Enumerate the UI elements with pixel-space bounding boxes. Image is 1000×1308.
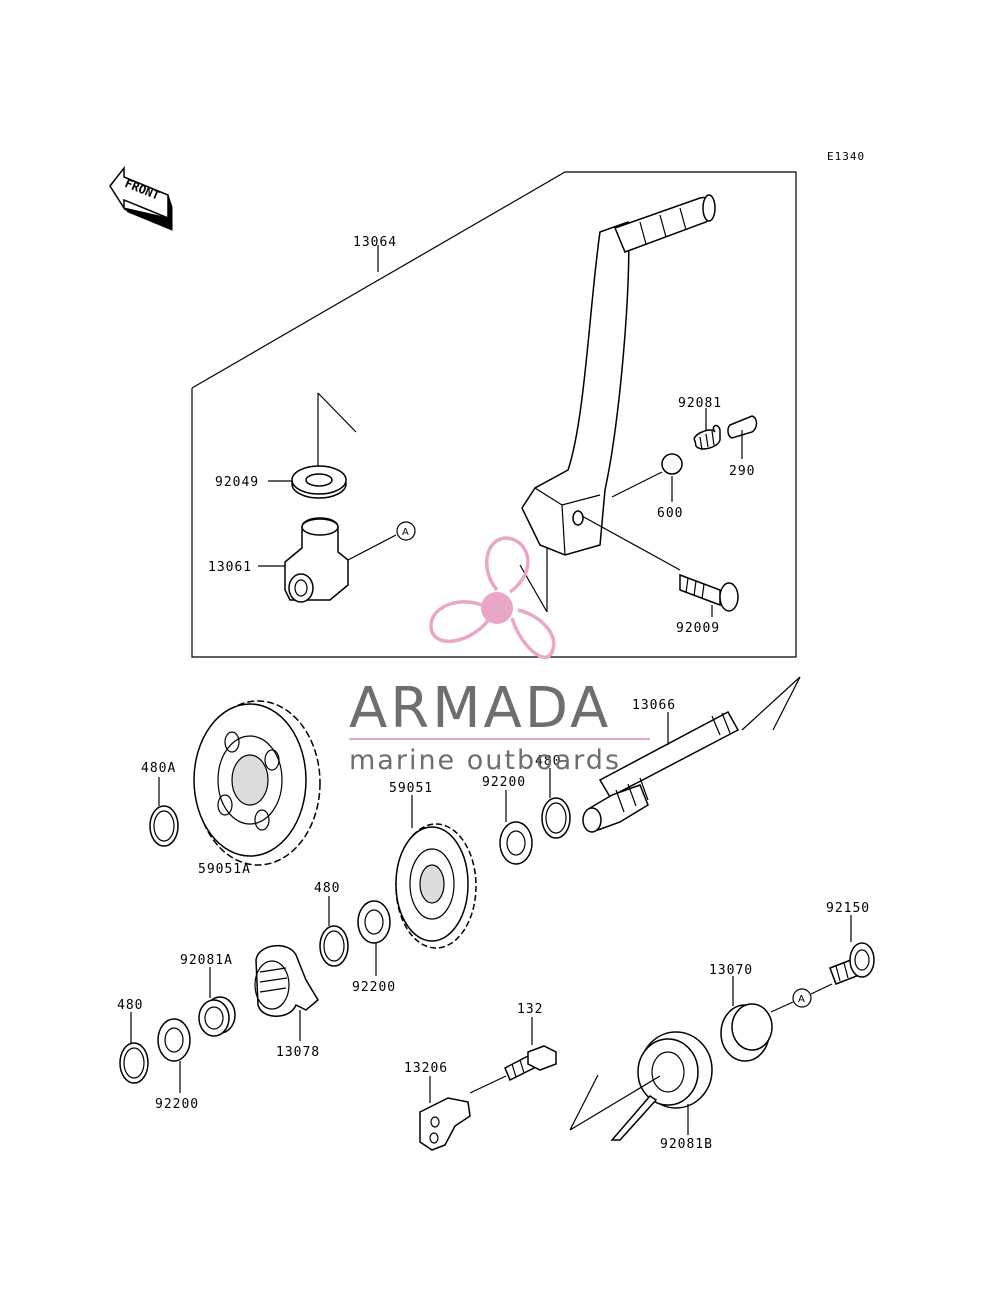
label-92200-top: 92200: [482, 775, 526, 790]
ratchet-13078: [254, 945, 319, 1041]
spring-92081: [693, 408, 721, 451]
label-13070: 13070: [709, 963, 753, 978]
label-59051A: 59051A: [198, 862, 251, 877]
ref-marker-top: [396, 521, 416, 541]
label-132: 132: [517, 1002, 543, 1017]
diagram-code: E1340: [827, 150, 865, 163]
front-arrow-icon: FRONT: [109, 165, 173, 231]
label-92081A: 92081A: [180, 953, 233, 968]
ref-marker-bottom: [792, 988, 812, 1008]
label-92081: 92081: [678, 396, 722, 411]
label-480A: 480A: [141, 761, 176, 776]
circlip-480-mid: [319, 896, 349, 967]
kick-pedal-assembly-frame: [191, 171, 797, 658]
spring-92081B: [569, 1031, 713, 1141]
label-92200-mid: 92200: [352, 980, 396, 995]
ref-marker-top-label: A: [402, 527, 409, 538]
label-92049: 92049: [215, 475, 259, 490]
label-13066: 13066: [632, 698, 676, 713]
part-labels: 13064 92081 290 92049 600 13061 92009 13…: [117, 235, 870, 1152]
label-13206: 13206: [404, 1061, 448, 1076]
circlip-480-top: [541, 768, 571, 839]
label-480-low: 480: [117, 998, 143, 1013]
label-290: 290: [729, 464, 755, 479]
label-92150: 92150: [826, 901, 870, 916]
label-13078: 13078: [276, 1045, 320, 1060]
collar-13070: A: [720, 976, 833, 1062]
ball-600: [611, 453, 683, 502]
pivot-13061: A: [258, 517, 416, 603]
circlip-480-low: [119, 1012, 149, 1084]
kick-shaft-13066: [582, 676, 801, 833]
watermark-tagline: marine outboards: [349, 745, 621, 776]
kick-pedal-lever: [519, 194, 716, 613]
washer-92049: [268, 392, 357, 499]
bolt-92150: [829, 915, 875, 985]
label-480-top: 480: [535, 754, 561, 769]
watermark-brand: ARMADA: [349, 676, 611, 741]
washer-92200-mid: [357, 900, 391, 976]
washer-92200-top: [499, 790, 533, 865]
armada-watermark: ARMADA marine outboards: [349, 536, 650, 776]
ref-marker-bottom-label: A: [798, 994, 805, 1005]
propeller-logo-icon: [429, 536, 556, 659]
plate-13206: [419, 1076, 471, 1151]
label-92081B: 92081B: [660, 1137, 713, 1152]
label-13064: 13064: [353, 235, 397, 250]
label-92009: 92009: [676, 621, 720, 636]
bolt-92009: [581, 515, 739, 617]
spring-92081A: [198, 967, 236, 1037]
label-59051: 59051: [389, 781, 433, 796]
cap-290: [727, 415, 758, 459]
label-92200-low: 92200: [155, 1097, 199, 1112]
circlip-480A: [149, 777, 179, 847]
gear-59051A: [193, 700, 321, 866]
washer-92200-low: [157, 1018, 191, 1093]
label-480-mid: 480: [314, 881, 340, 896]
label-13061: 13061: [208, 560, 252, 575]
bolt-132: [469, 1017, 557, 1094]
gear-59051: [395, 795, 477, 949]
label-600: 600: [657, 506, 683, 521]
